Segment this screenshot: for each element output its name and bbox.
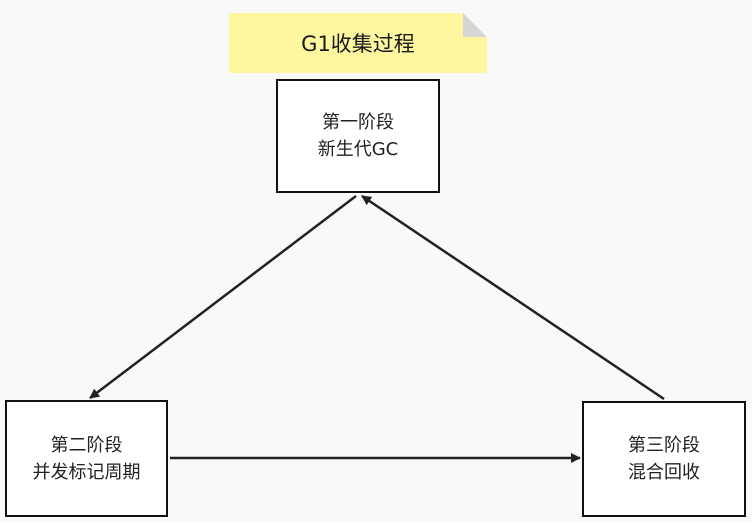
sticky-note: G1收集过程 — [229, 13, 487, 73]
stage-1-description: 新生代GC — [317, 139, 399, 160]
stage-3-label: 第三阶段 — [628, 435, 700, 456]
note-shape — [229, 13, 487, 73]
stage-3-description: 混合回收 — [628, 462, 700, 483]
stage-3-box: 第三阶段 混合回收 — [582, 401, 746, 517]
stage-2-label: 第二阶段 — [50, 434, 123, 456]
arrow-stage1-to-stage2 — [89, 195, 357, 399]
stage-1-label: 第一阶段 — [322, 112, 394, 133]
stage-1-box: 第一阶段 新生代GC — [276, 79, 440, 193]
arrow-stage3-to-stage1 — [361, 194, 665, 401]
diagram-title: G1收集过程 — [301, 32, 415, 56]
stage-2-box: 第二阶段 并发标记周期 — [5, 400, 168, 517]
stage-2-description: 并发标记周期 — [32, 461, 141, 483]
